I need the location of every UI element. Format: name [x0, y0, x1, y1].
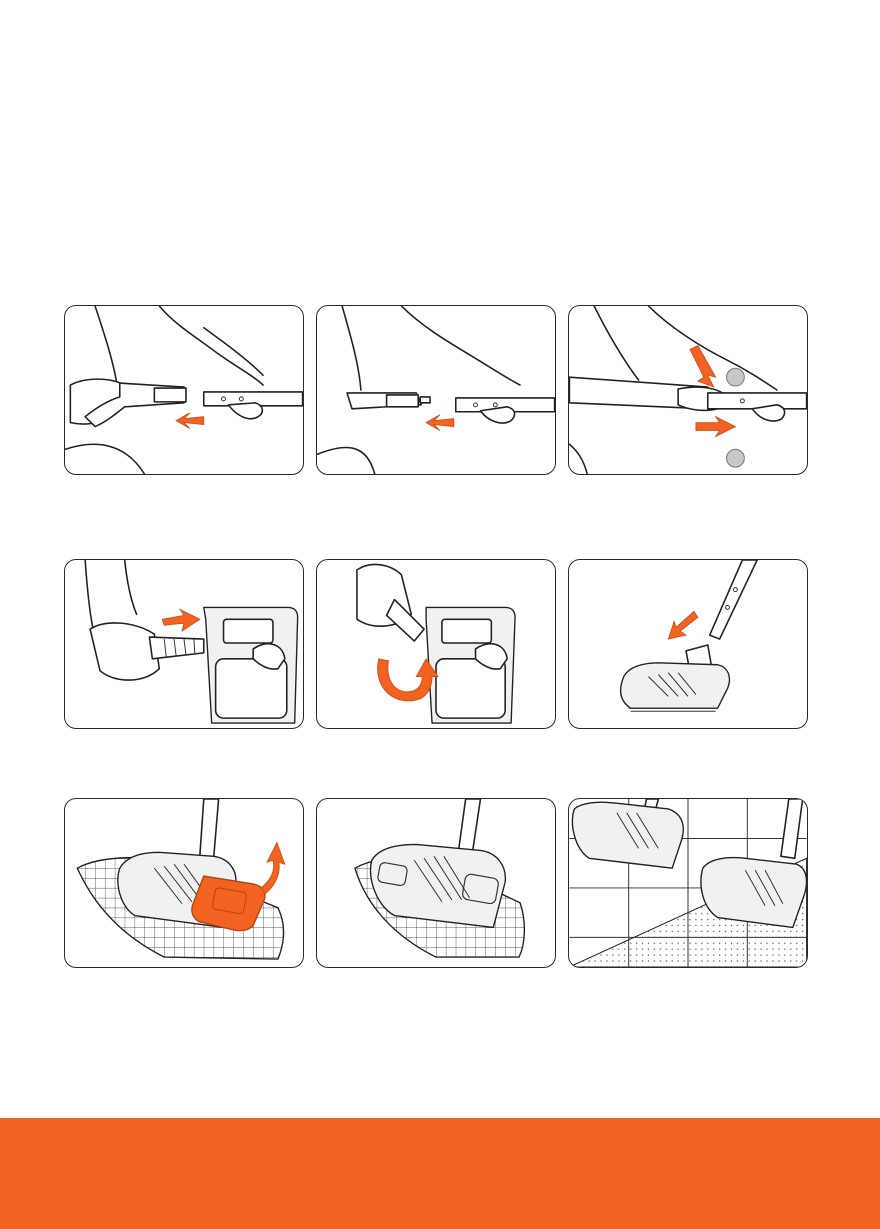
- step-insert-hose: [64, 559, 304, 729]
- badge-icon: [727, 449, 745, 467]
- attach-brush-illustration: [569, 560, 807, 728]
- leg-outline: [317, 447, 374, 474]
- arm-outline: [648, 306, 776, 390]
- lift-clip-illustration: [65, 799, 303, 967]
- leg-outline: [65, 444, 144, 474]
- press-and-pull-illustration: [569, 306, 807, 474]
- step-twist-hose: [316, 559, 556, 729]
- floor-brush-icon: [621, 663, 730, 708]
- arrow-right-icon: [696, 417, 736, 437]
- detach-handle-illustration: [65, 306, 303, 474]
- arm-outline: [95, 306, 117, 383]
- hand-icon: [90, 623, 159, 680]
- rotate-arrow-icon: [378, 659, 438, 701]
- handle-connector: [154, 388, 186, 402]
- connector-pin: [420, 397, 430, 403]
- floor-brush-icon: [701, 858, 807, 928]
- arrow-left-icon: [176, 413, 204, 429]
- step-lift-clip: [64, 798, 304, 968]
- handle-connector: [387, 395, 419, 407]
- arrow-down-left-icon: [668, 611, 698, 639]
- unit-panel: [442, 619, 491, 643]
- step-attach-brush: [568, 559, 808, 729]
- separate-handle-illustration: [317, 306, 555, 474]
- arm-outline: [401, 306, 520, 385]
- hose-icon: [149, 637, 203, 659]
- arm-outline: [85, 560, 93, 629]
- hand-icon: [228, 403, 262, 419]
- hand-icon: [480, 407, 514, 423]
- unit-panel: [224, 619, 273, 643]
- arrow-left-icon: [426, 415, 454, 431]
- step-separate-handle: [316, 305, 556, 475]
- floor-and-carpet-illustration: [569, 799, 807, 967]
- step-press-and-pull: [568, 305, 808, 475]
- step-detach-handle: [64, 305, 304, 475]
- arm-outline: [594, 306, 638, 380]
- wand-icon: [708, 393, 807, 409]
- twist-hose-illustration: [317, 560, 555, 728]
- step-floor-and-carpet: [568, 798, 808, 968]
- hand-icon: [752, 405, 784, 421]
- brush-clip-panel: [192, 876, 265, 931]
- step-cloth-fitted: [316, 798, 556, 968]
- wand-icon: [200, 799, 219, 858]
- arm-outline: [342, 306, 361, 390]
- wand-icon: [710, 560, 757, 639]
- cloth-fitted-illustration: [317, 799, 555, 967]
- arm-outline: [125, 560, 137, 614]
- arrow-up-icon: [261, 842, 285, 893]
- footer-bar: [0, 1118, 880, 1229]
- arrow-right-icon: [162, 609, 200, 631]
- leg-outline: [569, 444, 587, 474]
- floor-brush-icon: [573, 802, 684, 868]
- badge-icon: [727, 368, 745, 386]
- insert-hose-illustration: [65, 560, 303, 728]
- wand-icon: [781, 799, 803, 858]
- sleeve-outline: [204, 328, 263, 375]
- arm-outline: [159, 306, 263, 385]
